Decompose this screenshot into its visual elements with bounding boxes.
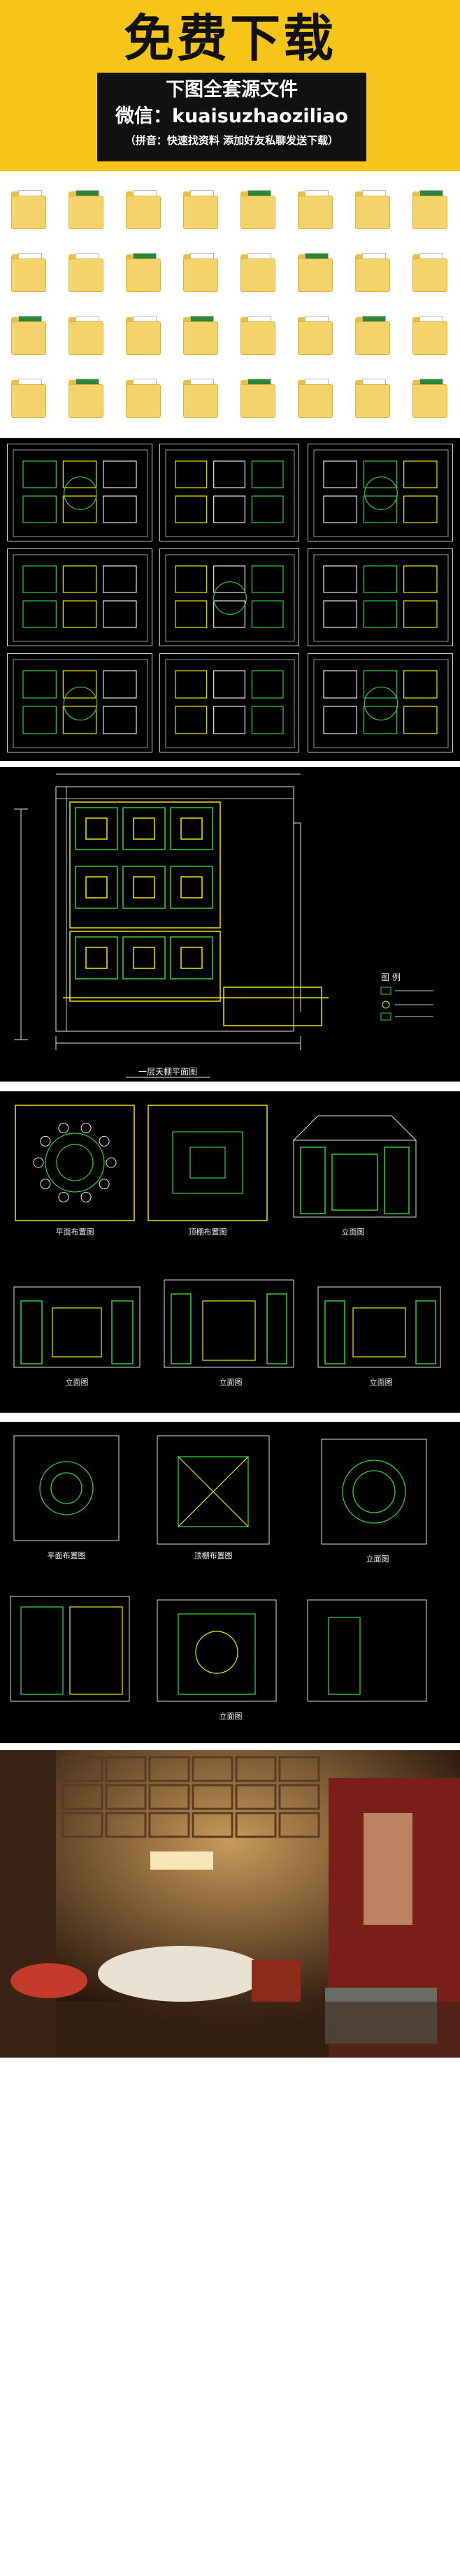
folder-icon[interactable] [410, 377, 452, 428]
elevation-sheet-a: 平面布置图 顶棚布置图 立面图 立面图 立面图 立面图 [0, 1091, 460, 1413]
folder-icon[interactable] [352, 252, 394, 302]
ceiling-plan-title: 一层天棚平面图 [138, 1066, 197, 1077]
folder-icon[interactable] [8, 252, 50, 302]
folder-icon[interactable] [180, 314, 222, 365]
folder-icon[interactable] [295, 189, 337, 239]
cad-thumb-3[interactable] [308, 444, 453, 541]
ceiling-plan-sheet: 图 例 一层天棚平面图 [0, 767, 460, 1082]
interior-render-photo [0, 1750, 460, 2058]
folder-icon[interactable] [410, 314, 452, 365]
elev-a3-title: 立面图 [220, 1377, 243, 1387]
elev-a4-title: 立面图 [370, 1377, 393, 1387]
folder-icon[interactable] [410, 189, 452, 239]
folder-icon[interactable] [180, 189, 222, 239]
legend-title: 图 例 [381, 973, 401, 982]
folder-icon[interactable] [8, 189, 50, 239]
plan-b-title: 平面布置图 [48, 1551, 86, 1560]
folder-icon[interactable] [66, 314, 108, 365]
folder-icon[interactable] [295, 314, 337, 365]
plan-a-title: 平面布置图 [56, 1228, 94, 1237]
cad-thumbnail-panel [0, 438, 460, 761]
banner-info-box: 下图全套源文件 微信：kuaisuzhaoziliao （拼音：快速找资料 添加… [97, 73, 366, 161]
banner-line-1: 下图全套源文件 [166, 79, 298, 101]
cad-thumb-9[interactable] [308, 653, 453, 752]
banner-headline: 免费下载 [123, 9, 336, 68]
cad-thumb-2[interactable] [159, 444, 299, 541]
folder-icon[interactable] [66, 377, 108, 428]
elevation-drawing-b: 平面布置图 顶棚布置图 立面图 立面图 [10, 1435, 427, 1721]
folder-icon[interactable] [238, 252, 280, 302]
folder-icon[interactable] [238, 189, 280, 239]
elev-a1-title: 立面图 [342, 1227, 365, 1237]
banner-line-3: （拼音：快速找资料 添加好友私聊发送下载） [124, 134, 339, 147]
cad-thumb-8[interactable] [159, 653, 299, 752]
folder-icon[interactable] [238, 377, 280, 428]
folder-icon[interactable] [352, 314, 394, 365]
cad-thumb-5[interactable] [159, 548, 299, 646]
ceiling-plan-drawing: 图 例 一层天棚平面图 [14, 773, 433, 1078]
cad-thumb-1[interactable] [7, 444, 152, 541]
ceiling-a-title: 顶棚布置图 [189, 1227, 227, 1237]
folder-icon[interactable] [8, 314, 50, 365]
folder-icon[interactable] [238, 314, 280, 365]
folder-icon[interactable] [352, 377, 394, 428]
ceiling-b-title: 顶棚布置图 [194, 1550, 233, 1560]
folder-icon[interactable] [66, 189, 108, 239]
cad-thumb-4[interactable] [7, 548, 152, 646]
elev-a2-title: 立面图 [66, 1377, 89, 1387]
cad-thumb-7[interactable] [7, 653, 152, 752]
elev-b2-title: 立面图 [220, 1711, 243, 1721]
folder-icon[interactable] [410, 252, 452, 302]
elevation-drawing-a: 平面布置图 顶棚布置图 立面图 立面图 立面图 立面图 [13, 1105, 441, 1387]
folder-icon[interactable] [352, 189, 394, 239]
promo-banner: 免费下载 下图全套源文件 微信：kuaisuzhaoziliao （拼音：快速找… [0, 0, 460, 171]
folder-icon[interactable] [123, 252, 165, 302]
folder-icon[interactable] [295, 377, 337, 428]
folder-icon[interactable] [66, 252, 108, 302]
elev-b1-title: 立面图 [366, 1554, 389, 1564]
folder-icon[interactable] [8, 377, 50, 428]
folder-icon[interactable] [180, 252, 222, 302]
elevation-sheet-b: 平面布置图 顶棚布置图 立面图 立面图 [0, 1422, 460, 1743]
folder-icon[interactable] [123, 189, 165, 239]
folder-icon[interactable] [123, 314, 165, 365]
folder-icon[interactable] [295, 252, 337, 302]
folder-icon[interactable] [123, 377, 165, 428]
banner-line-2: 微信：kuaisuzhaoziliao [115, 105, 348, 127]
cad-thumb-6[interactable] [308, 548, 453, 646]
folder-icon[interactable] [180, 377, 222, 428]
folder-grid [0, 183, 460, 438]
